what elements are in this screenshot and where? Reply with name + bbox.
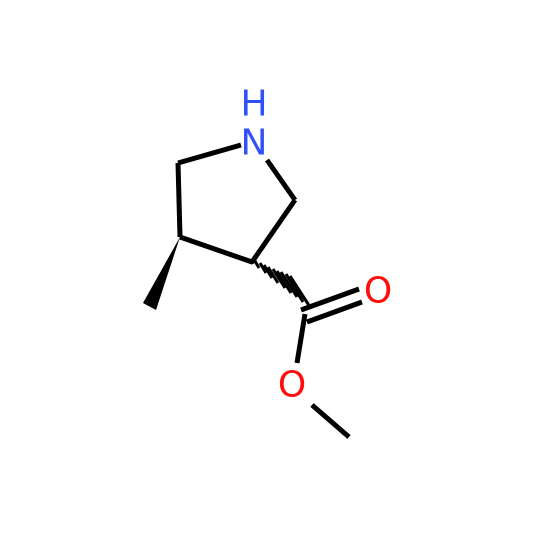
bond-n-c2 bbox=[177, 142, 242, 166]
bond-c-o-ester bbox=[294, 313, 308, 364]
nitrogen-label: N bbox=[241, 123, 268, 164]
bond-c5-n bbox=[264, 158, 298, 202]
bond-c2-c3 bbox=[175, 162, 183, 238]
hashed-bond-ester bbox=[249, 259, 312, 308]
bond-carbonyl-2 bbox=[306, 299, 363, 325]
bond-c4-c5 bbox=[249, 198, 298, 264]
bond-c3-c4 bbox=[179, 234, 253, 265]
ester-oxygen-label: O bbox=[278, 365, 306, 406]
bond-o-methyl bbox=[310, 403, 351, 439]
wedge-bond-methyl bbox=[143, 237, 180, 310]
bond-carbonyl-1 bbox=[300, 286, 360, 313]
carbonyl-oxygen-label: O bbox=[364, 271, 392, 312]
hydrogen-label: H bbox=[240, 84, 267, 125]
